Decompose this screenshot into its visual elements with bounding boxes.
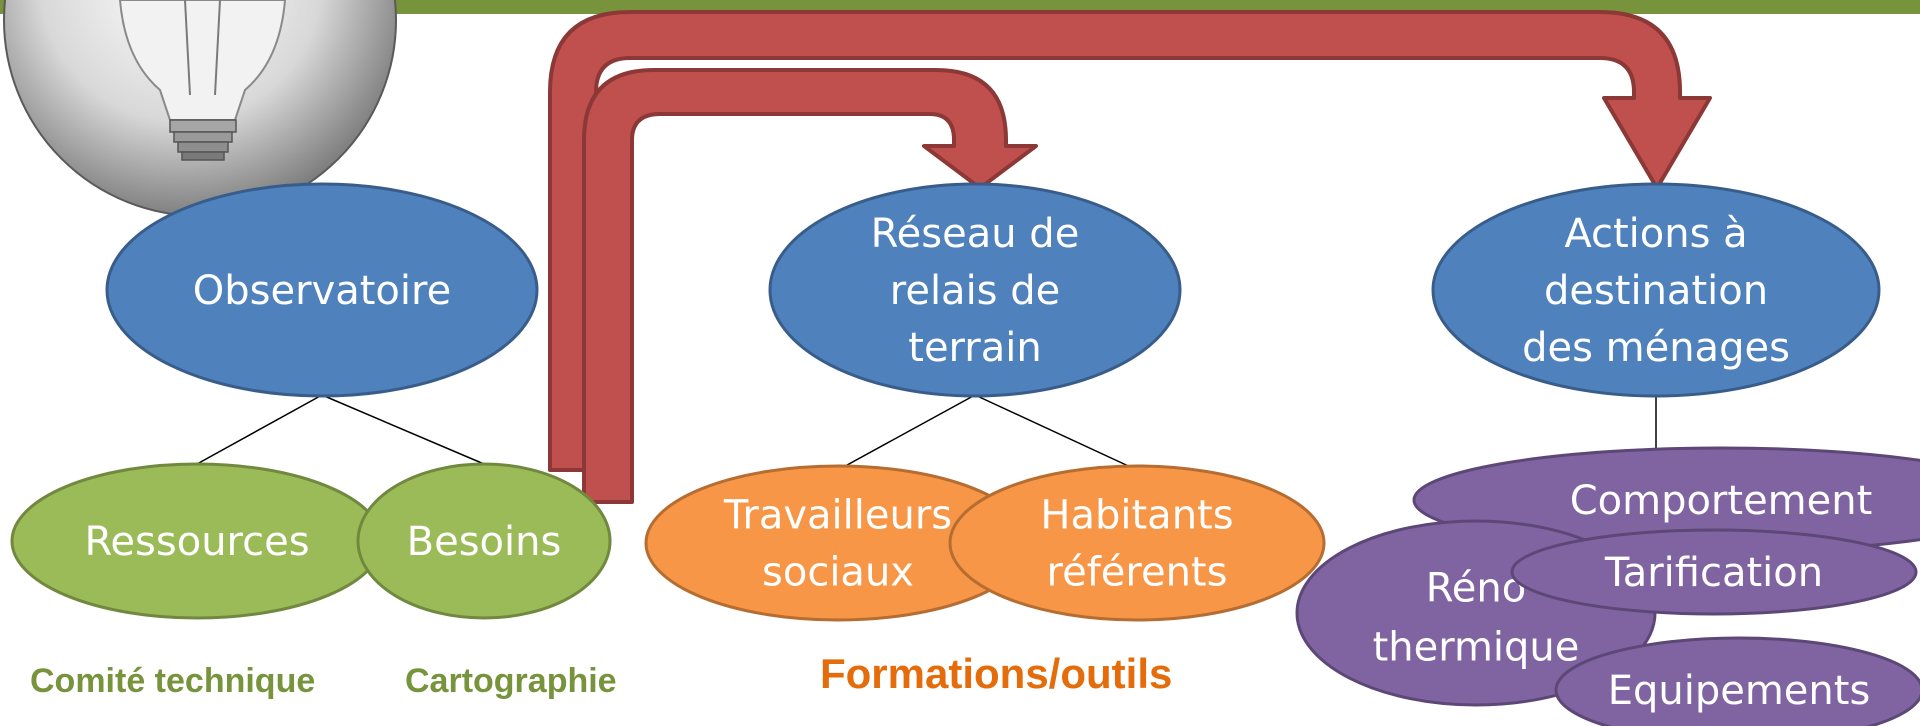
node-text-line: Habitants — [1040, 493, 1233, 539]
node-travailleurs-text: Travailleurs sociaux — [723, 493, 952, 596]
node-actions-text: Actions à destination des ménages — [1522, 211, 1790, 371]
node-comportement-text: Comportement — [1570, 478, 1873, 524]
node-text-line: Tarification — [1604, 550, 1823, 596]
node-observatoire: Observatoire — [105, 182, 539, 398]
node-ressources-text: Ressources — [84, 519, 309, 565]
node-text-line: Travailleurs — [723, 493, 952, 539]
node-habitants: Habitants référents — [948, 464, 1326, 622]
node-travailleurs: Travailleurs sociaux — [644, 464, 1032, 622]
label-formations-outils: Formations/outils — [820, 650, 1172, 697]
node-text-line: Comportement — [1570, 478, 1873, 524]
node-text-line: référents — [1047, 550, 1228, 596]
arrow-to-reseau — [582, 68, 1038, 504]
node-reno-text: Réno thermique — [1373, 566, 1580, 671]
node-text-line: Actions à — [1564, 211, 1747, 257]
node-text-line: Equipements — [1608, 668, 1871, 714]
node-text-line: relais de — [890, 268, 1060, 314]
node-equipements-text: Equipements — [1608, 668, 1871, 714]
node-reseau: Réseau de relais de terrain — [768, 182, 1182, 398]
node-text-line: Réno — [1426, 566, 1526, 612]
label-cartographie: Cartographie — [405, 662, 617, 700]
node-equipements: Equipements — [1554, 636, 1920, 726]
node-text-line: Réseau de — [871, 211, 1080, 257]
node-ressources: Ressources — [10, 462, 384, 620]
node-text-line: terrain — [908, 325, 1041, 371]
node-text-line: destination — [1544, 268, 1768, 314]
connector-observatoire-besoins — [321, 394, 485, 465]
node-text-line: Observatoire — [193, 268, 451, 314]
node-actions: Actions à destination des ménages — [1431, 182, 1881, 398]
node-observatoire-text: Observatoire — [193, 268, 451, 314]
node-text-line: Ressources — [84, 519, 309, 565]
node-tarification: Tarification — [1510, 528, 1918, 616]
node-habitants-text: Habitants référents — [1040, 493, 1233, 596]
node-besoins-text: Besoins — [407, 519, 562, 565]
node-reseau-text: Réseau de relais de terrain — [871, 211, 1080, 371]
connectors — [196, 394, 1657, 471]
node-text-line: thermique — [1373, 625, 1580, 671]
connector-reseau-travailleurs — [837, 394, 976, 471]
node-text-line: sociaux — [762, 550, 914, 596]
node-text-line: Besoins — [407, 519, 562, 565]
connector-observatoire-ressources — [196, 394, 323, 465]
connector-reseau-habitants — [974, 394, 1138, 471]
arrow-to-actions — [548, 10, 1712, 472]
label-comite-technique: Comité technique — [30, 662, 315, 700]
node-besoins: Besoins — [356, 462, 612, 620]
lightbulb-icon — [3, 0, 397, 217]
node-tarification-text: Tarification — [1604, 550, 1823, 596]
node-text-line: des ménages — [1522, 325, 1790, 371]
